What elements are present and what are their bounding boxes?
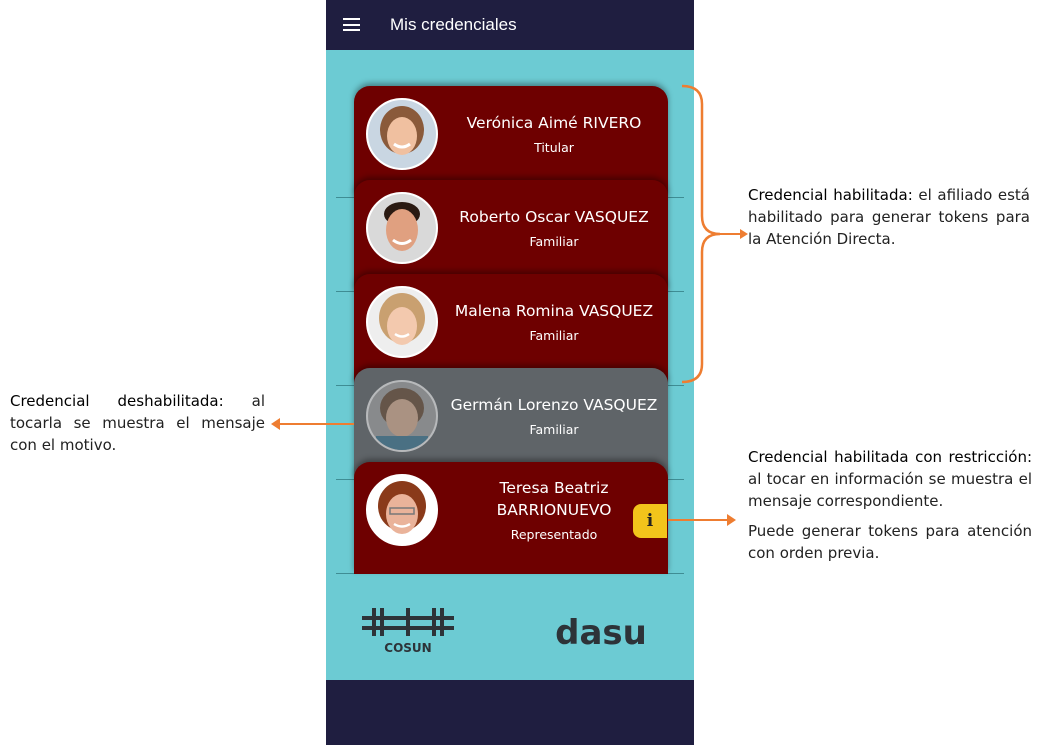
avatar (366, 474, 438, 546)
credential-name: Malena Romina VASQUEZ (454, 301, 654, 320)
credential-role: Familiar (529, 327, 579, 343)
arrow-disabled (278, 423, 354, 425)
credential-name: Roberto Oscar VASQUEZ (459, 207, 649, 226)
credential-role: Familiar (529, 233, 579, 249)
avatar (366, 98, 438, 170)
annotation-text: el afiliado está habilitado para generar… (748, 186, 1031, 248)
credential-card[interactable]: Malena Romina VASQUEZ Familiar (354, 274, 668, 386)
arrow-restricted (668, 519, 728, 521)
credential-card[interactable]: Roberto Oscar VASQUEZ Familiar (354, 180, 668, 292)
annotation-extra: Puede generar tokens para atención con o… (748, 522, 1032, 562)
annotation-enabled: Credencial habilitada: el afiliado está … (748, 184, 1030, 250)
cosun-logo: COSUN (362, 606, 454, 656)
svg-text:dasu: dasu (555, 613, 647, 652)
credential-role: Familiar (529, 421, 579, 437)
credential-name: Verónica Aimé RIVERO (466, 113, 642, 132)
phone-screen: Mis credenciales Verónica Aimé RIVERO Tit… (326, 0, 694, 745)
credential-role: Titular (534, 139, 574, 155)
arrowhead-icon (271, 418, 280, 430)
annotation-title: Credencial habilitada: (748, 186, 913, 204)
annotation-text: al tocar en información se muestra el me… (748, 470, 1032, 510)
dasu-logo: dasu (546, 612, 656, 653)
annotation-restricted: Credencial habilitada con restricción: a… (748, 446, 1032, 564)
credential-name: Teresa Beatriz BARRIONUEVO (496, 478, 612, 519)
page-title: Mis credenciales (390, 15, 517, 34)
hamburger-menu-icon[interactable] (343, 18, 360, 31)
credential-role: Representado (510, 526, 598, 542)
info-button[interactable]: i (633, 504, 667, 538)
arrowhead-icon (727, 514, 736, 526)
credential-card-restricted[interactable]: Teresa Beatriz BARRIONUEVO Representado (354, 462, 668, 574)
avatar (366, 192, 438, 264)
avatar (366, 380, 438, 452)
credential-name: Germán Lorenzo VASQUEZ (450, 395, 658, 414)
credential-card[interactable]: Verónica Aimé RIVERO Titular (354, 86, 668, 198)
credential-card-disabled[interactable]: Germán Lorenzo VASQUEZ Familiar (354, 368, 668, 480)
avatar (366, 286, 438, 358)
svg-text:COSUN: COSUN (384, 641, 431, 655)
app-header: Mis credenciales (326, 0, 694, 50)
annotation-text: al tocarla se muestra el mensaje con el … (10, 392, 265, 454)
annotation-title: Credencial habilitada con restricción: (748, 448, 1032, 466)
annotation-disabled: Credencial deshabilitada: al tocarla se … (10, 390, 265, 456)
annotation-title: Credencial deshabilitada: (10, 392, 224, 410)
bracket-annotation (681, 84, 748, 384)
